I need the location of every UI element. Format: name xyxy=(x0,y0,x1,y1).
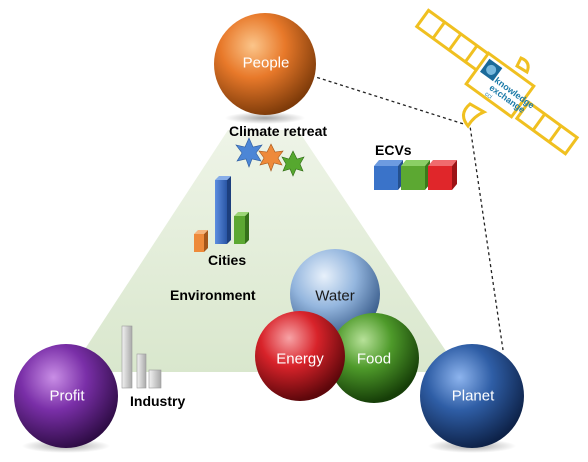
industry-chart-icon xyxy=(121,325,162,389)
star-icon-orange xyxy=(258,143,284,172)
industry-label: Industry xyxy=(130,393,186,409)
energy-node xyxy=(255,311,345,401)
profit-node xyxy=(14,344,118,448)
cities-chart-icon xyxy=(194,176,249,252)
satellite-logo-icon xyxy=(414,8,580,156)
cities-label: Cities xyxy=(208,252,247,268)
environment-label: Environment xyxy=(170,287,256,303)
star-icon-green xyxy=(281,150,305,177)
profit-label: Profit xyxy=(49,387,85,405)
people-label: People xyxy=(242,54,290,72)
food-label: Food xyxy=(356,350,392,368)
water-label: Water xyxy=(315,287,355,305)
ecv-cubes-icon xyxy=(374,160,457,190)
climate-retreat-label: Climate retreat xyxy=(229,123,328,139)
food-node xyxy=(329,313,419,403)
energy-label: Energy xyxy=(276,350,324,368)
planet-label: Planet xyxy=(451,387,495,405)
ecvs-label: ECVs xyxy=(375,142,412,158)
planet-node xyxy=(420,344,524,448)
star-icon-blue xyxy=(235,137,263,168)
people-node xyxy=(214,13,316,115)
